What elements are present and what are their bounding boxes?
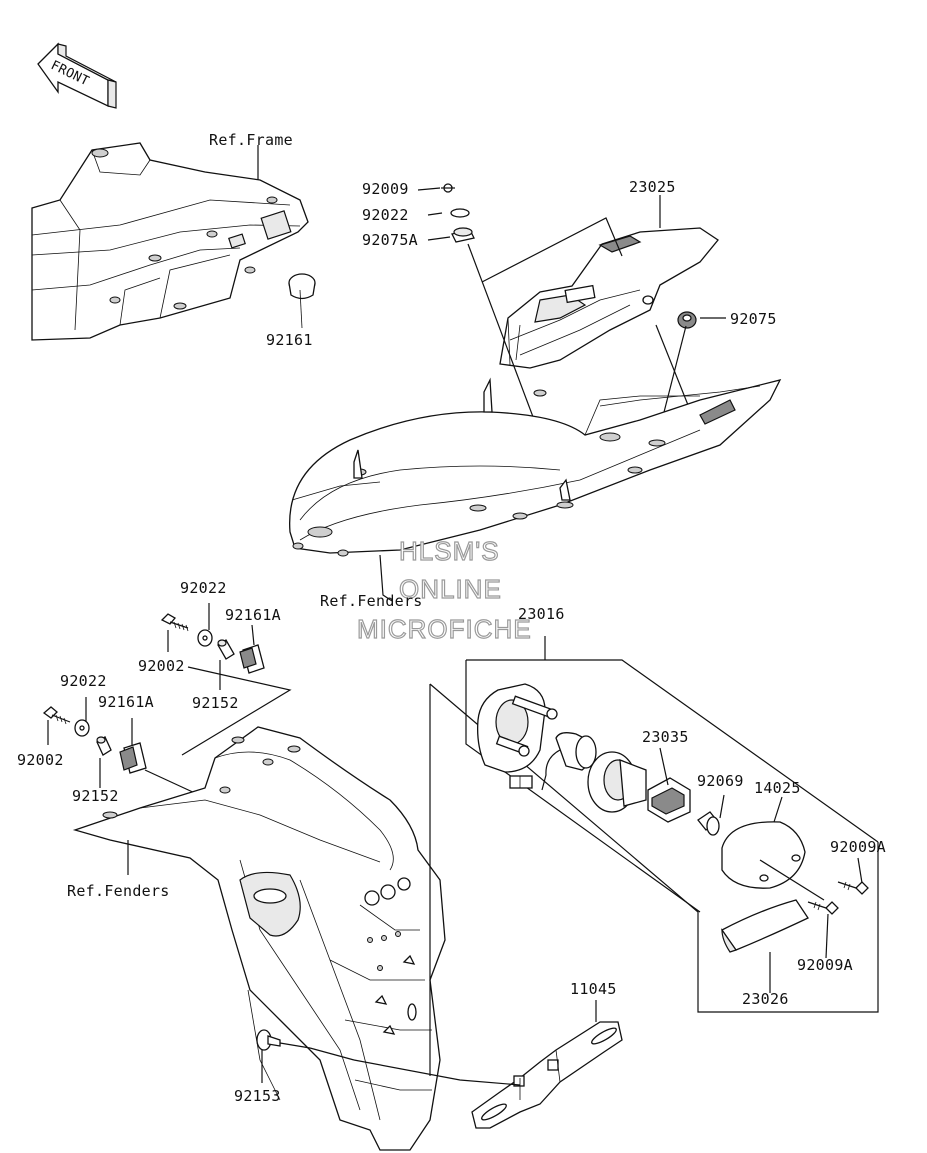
part-label-92152-upper: 92152: [192, 694, 239, 712]
part-label-92009: 92009: [362, 180, 409, 198]
part-label-23026: 23026: [742, 990, 789, 1008]
rear-fender-upper: [289, 377, 782, 557]
watermark-line1: HLSM'S: [399, 536, 500, 566]
bulb-clip: [647, 777, 691, 823]
damper-92161A-lower: [119, 742, 147, 774]
ref-fenders-label-upper: Ref.Fenders: [320, 592, 423, 610]
cover-23026: [721, 899, 809, 953]
rear-frame: [31, 142, 309, 341]
collar-92152-upper: [217, 639, 235, 660]
bulb-socket: [509, 732, 597, 791]
watermark-line2: ONLINE: [399, 574, 502, 604]
screw-92009: [441, 183, 455, 193]
damper-92161A-upper: [239, 644, 265, 674]
part-label-92022-top: 92022: [362, 206, 409, 224]
part-label-92161A-lower: 92161A: [98, 693, 154, 711]
bolt-92002-upper: [160, 613, 189, 632]
lamp-holder-23035: [587, 751, 647, 813]
washer-92022-top: [450, 208, 470, 218]
ref-fenders-label-lower: Ref.Fenders: [67, 882, 170, 900]
light-housing-23016: [477, 683, 558, 773]
part-label-14025: 14025: [754, 779, 801, 797]
part-label-92153: 92153: [234, 1087, 281, 1105]
bulb-92069: [697, 811, 720, 836]
part-label-23016: 23016: [518, 605, 565, 623]
part-label-92002-upper: 92002: [138, 657, 185, 675]
front-arrow: FRONT: [37, 42, 117, 109]
part-label-92075A: 92075A: [362, 231, 418, 249]
screw-92009A-right: [837, 881, 869, 895]
part-label-92009A-lower: 92009A: [797, 956, 853, 974]
part-label-92161A-upper: 92161A: [225, 606, 281, 624]
grommet-92161: [288, 273, 316, 329]
part-label-11045: 11045: [570, 980, 617, 998]
part-label-92152-lower: 92152: [72, 787, 119, 805]
screw-92009A-lower: [807, 901, 839, 915]
bolt-92002-lower: [42, 706, 71, 725]
part-label-92002-lower: 92002: [17, 751, 64, 769]
part-label-23025: 23025: [629, 178, 676, 196]
rear-fender-lower: [72, 726, 446, 1151]
part-label-23035: 23035: [642, 728, 689, 746]
part-label-92069: 92069: [697, 772, 744, 790]
part-label-92161: 92161: [266, 331, 313, 349]
collar-92152-lower: [96, 736, 112, 756]
ref-frame-label: Ref.Frame: [209, 131, 293, 149]
part-label-92009A-right: 92009A: [830, 838, 886, 856]
tail-light-assembly-23025: [499, 227, 719, 369]
grommet-92075A: [451, 227, 475, 243]
part-label-92075: 92075: [730, 310, 777, 328]
washer-92022-lower: [74, 719, 90, 737]
part-label-92022-mid: 92022: [180, 579, 227, 597]
washer-92022-mid: [197, 629, 213, 647]
part-label-92022-lower: 92022: [60, 672, 107, 690]
screw-92153: [256, 1029, 311, 1051]
watermark-line3: MICROFICHE: [357, 614, 532, 644]
grommet-92075: [677, 311, 697, 329]
lens-14025: [721, 821, 806, 889]
license-bracket-11045: [471, 1021, 623, 1129]
